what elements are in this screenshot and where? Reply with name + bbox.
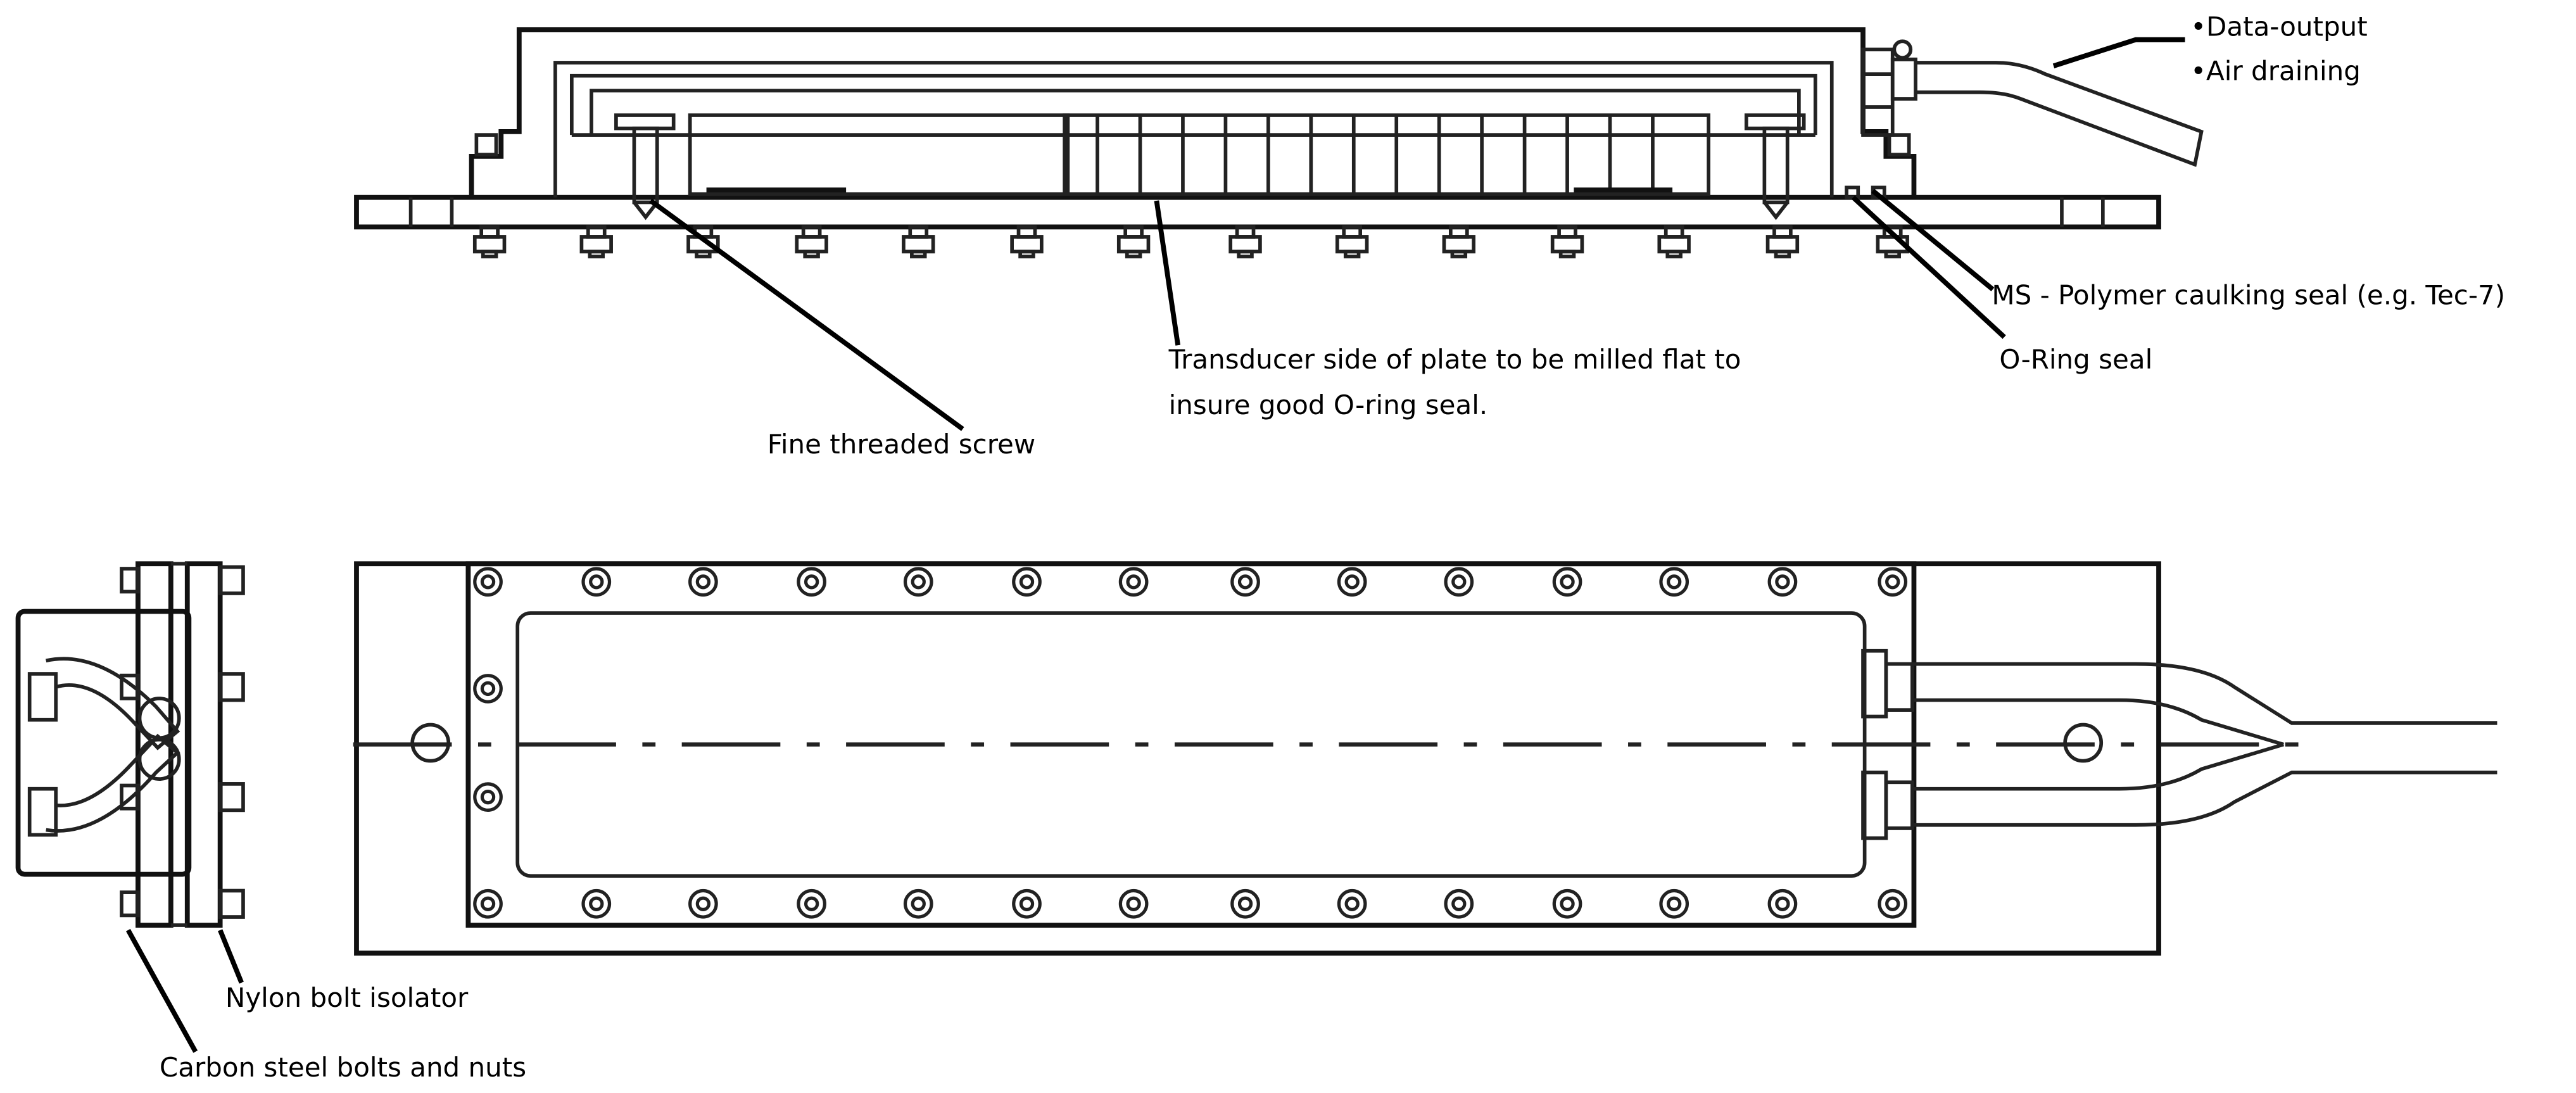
bolt-row-side	[472, 225, 1909, 258]
label-transducer-line2: insure good O-ring seal.	[1169, 389, 1488, 420]
end-bolts	[120, 565, 245, 919]
top-fittings	[1861, 648, 1914, 840]
labels: •Data-output •Air draining MS - Polymer …	[160, 11, 2505, 1083]
top-base-plate	[354, 561, 2161, 956]
base-plate	[354, 194, 2161, 230]
cable-fitting-side	[1861, 39, 1917, 137]
end-view	[15, 561, 245, 928]
top-cables	[1912, 662, 2497, 827]
side-view	[354, 27, 2204, 258]
leader-lines	[125, 37, 2185, 1053]
label-fine-screw: Fine threaded screw	[767, 429, 1035, 460]
nylon-plate	[184, 561, 223, 928]
fine-screw-left	[614, 113, 676, 220]
fine-screw-right	[1744, 113, 1806, 220]
top-view	[353, 561, 2497, 956]
label-data-output: •Data-output	[2190, 11, 2367, 42]
label-oring-seal: O-Ring seal	[1999, 344, 2152, 375]
top-bolt-circles	[473, 567, 1908, 919]
fitting-top-end	[27, 672, 58, 722]
label-carbon-bolts: Carbon steel bolts and nuts	[160, 1052, 526, 1083]
data-cable-side	[1916, 61, 2204, 167]
label-nylon-isolator: Nylon bolt isolator	[225, 982, 469, 1013]
label-ms-polymer: MS - Polymer caulking seal (e.g. Tec-7)	[1992, 279, 2505, 310]
label-transducer-line1: Transducer side of plate to be milled fl…	[1168, 344, 1741, 375]
transducer-elements	[1095, 115, 1655, 194]
fitting-bottom-end	[27, 787, 58, 837]
label-air-draining: •Air draining	[2190, 55, 2361, 86]
